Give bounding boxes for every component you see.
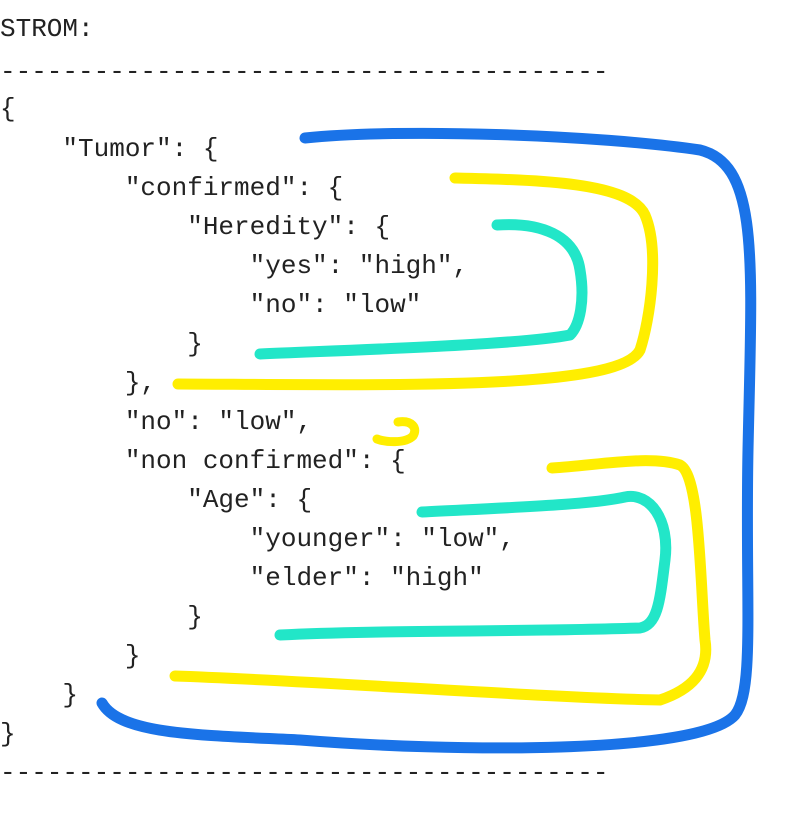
code-line: "no": "low",	[0, 407, 313, 437]
code-line: }	[0, 719, 16, 749]
code-line: "Tumor": {	[0, 134, 219, 164]
code-line: }	[0, 329, 203, 359]
bottom-separator: ---------------------------------------	[0, 758, 609, 788]
code-line: "confirmed": {	[0, 173, 344, 203]
code-line: "yes": "high",	[0, 251, 469, 281]
code-line: "non confirmed": {	[0, 446, 406, 476]
code-line: }	[0, 602, 203, 632]
code-line: "Age": {	[0, 485, 313, 515]
header-label: STROM:	[0, 14, 94, 44]
code-line: "younger": "low",	[0, 524, 515, 554]
code-line: {	[0, 94, 16, 124]
code-line: "elder": "high"	[0, 563, 484, 593]
code-line: "Heredity": {	[0, 212, 391, 242]
code-line: }	[0, 680, 79, 710]
top-separator: ---------------------------------------	[0, 57, 609, 87]
code-line: }	[0, 641, 141, 671]
code-line: "no": "low"	[0, 290, 422, 320]
code-line: },	[0, 368, 157, 398]
